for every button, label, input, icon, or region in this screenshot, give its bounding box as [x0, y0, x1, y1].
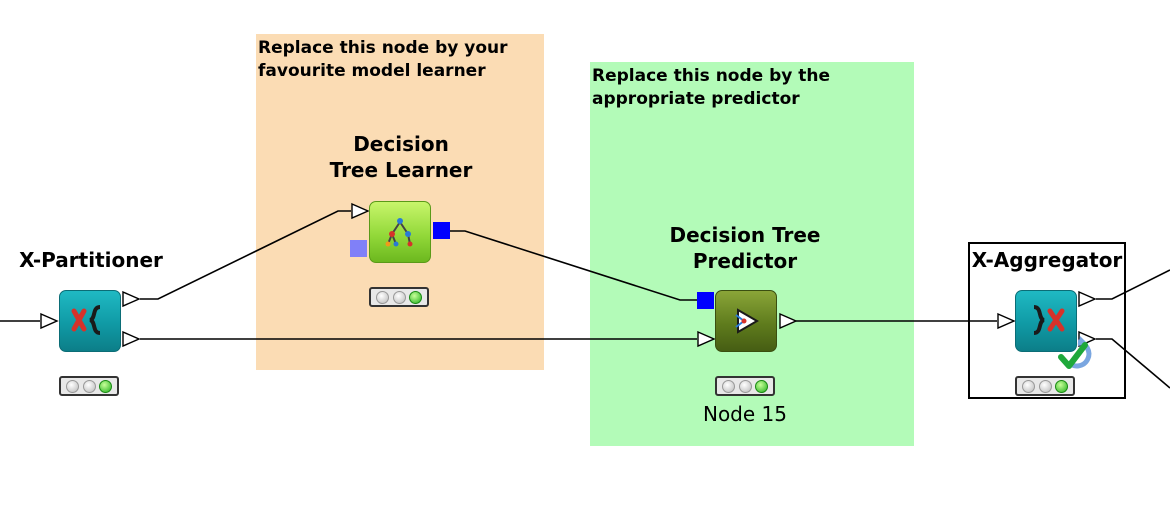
partitioner-out-port-2: [122, 330, 141, 348]
status-light-yellow: [82, 379, 96, 393]
predictor-out-port: [779, 312, 798, 330]
status-light-green: [98, 379, 112, 393]
status-light-green: [408, 290, 422, 304]
partitioner-in-port: [40, 312, 59, 330]
dt-learner-node[interactable]: [369, 201, 431, 263]
connection-aggregator-out-1: [1096, 269, 1170, 300]
predictor-model-in-port: [697, 292, 714, 309]
status-light-red: [1022, 379, 1036, 393]
loop-start-icon: [71, 305, 101, 335]
connection-aggregator-out-2: [1096, 338, 1170, 389]
x-partitioner-status: [59, 376, 119, 396]
learner-in-port: [351, 202, 370, 220]
x-partitioner-node[interactable]: [59, 290, 121, 352]
x-aggregator-node[interactable]: [1015, 290, 1077, 352]
dt-predictor-title-line1: Decision Tree: [669, 223, 821, 247]
dt-learner-status: [369, 287, 429, 307]
status-light-green: [754, 379, 768, 393]
status-light-red: [376, 290, 390, 304]
dt-learner-title-line1: Decision: [353, 132, 449, 156]
connection-learner-to-predictor: [450, 230, 697, 301]
dt-learner-title-line2: Tree Learner: [329, 158, 473, 182]
dt-predictor-node-label: Node 15: [702, 402, 787, 426]
dt-predictor-status: [715, 376, 775, 396]
status-light-yellow: [738, 379, 752, 393]
dt-predictor-title-line2: Predictor: [692, 249, 798, 273]
status-light-yellow: [392, 290, 406, 304]
dt-predictor-node[interactable]: [715, 290, 777, 352]
status-light-green: [1054, 379, 1068, 393]
annotation-learner[interactable]: Replace this node by your favourite mode…: [256, 34, 544, 370]
x-aggregator-title: X-Aggregator: [971, 248, 1123, 272]
learner-model-out-port: [433, 222, 450, 239]
check-icon: [1058, 342, 1088, 369]
aggregator-in-port: [997, 312, 1016, 330]
connection-partitioner-to-learner: [140, 210, 351, 300]
loop-end-icon: [1033, 305, 1065, 335]
predictor-data-in-port: [697, 330, 716, 348]
x-aggregator-status: [1015, 376, 1075, 396]
status-light-red: [722, 379, 736, 393]
x-partitioner-title: X-Partitioner: [19, 248, 163, 272]
partitioner-out-port-1: [122, 290, 141, 308]
annotation-predictor[interactable]: Replace this node by the appropriate pre…: [590, 62, 914, 446]
predictor-play-icon: [735, 308, 759, 334]
annotation-learner-text: Replace this node by your favourite mode…: [258, 38, 508, 81]
decision-tree-learner-icon: [385, 218, 413, 247]
status-light-yellow: [1038, 379, 1052, 393]
annotation-predictor-text: Replace this node by the appropriate pre…: [592, 66, 831, 109]
learner-flow-var-port: [350, 240, 367, 257]
aggregator-out-port-1: [1078, 290, 1097, 308]
status-light-red: [66, 379, 80, 393]
